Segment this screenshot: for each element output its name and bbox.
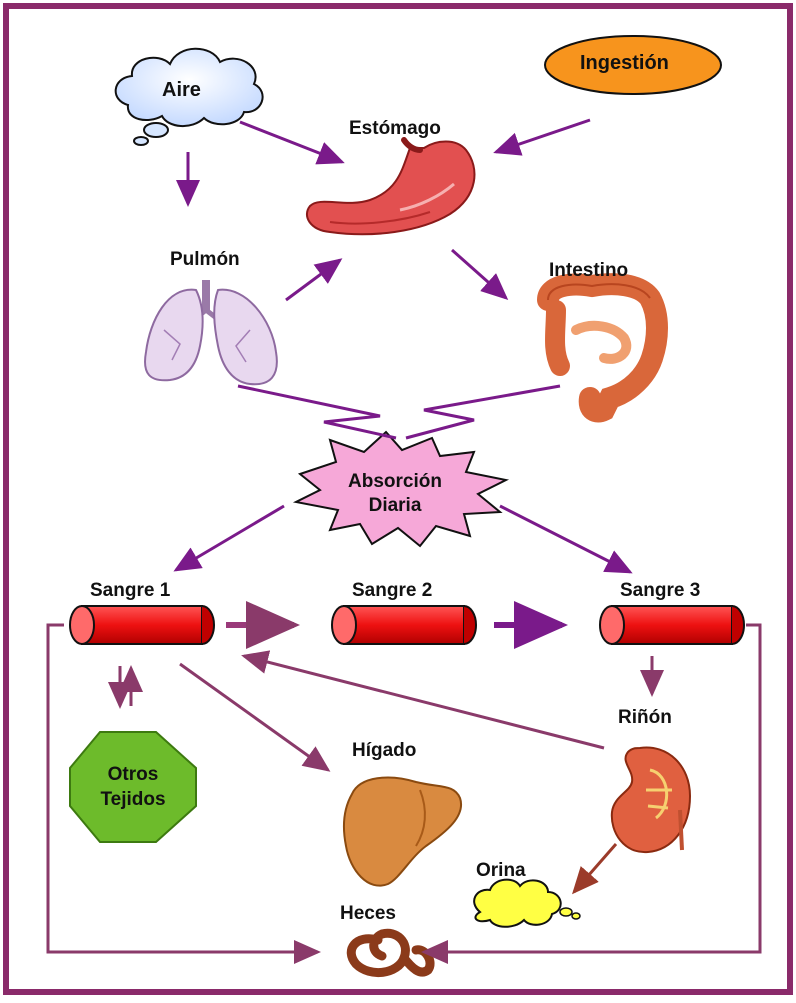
kidney-icon xyxy=(612,748,690,853)
blood-tube-2 xyxy=(332,606,476,644)
arrow-absorption-to-blood1 xyxy=(176,506,284,570)
arrow-stomach-to-intestine xyxy=(452,250,506,298)
urine-cloud-icon xyxy=(474,880,580,927)
absorption-line2: Diaria xyxy=(330,494,460,518)
arrow-ingestion-to-stomach xyxy=(496,120,590,152)
absorption-line1: Absorción xyxy=(330,470,460,494)
lung-label: Pulmón xyxy=(170,249,240,271)
blood2-label: Sangre 2 xyxy=(352,580,432,602)
arrow-lung-to-absorption xyxy=(238,386,396,438)
stomach-label: Estómago xyxy=(349,118,441,140)
liver-label: Hígado xyxy=(352,740,416,762)
urine-label: Orina xyxy=(476,860,526,882)
arrow-lung-to-stomach xyxy=(286,260,340,300)
blood1-label: Sangre 1 xyxy=(90,580,170,602)
arrow-absorption-to-blood3 xyxy=(500,506,630,572)
arrow-kidney-to-blood1 xyxy=(244,656,604,748)
feces-swirl-icon xyxy=(351,933,430,972)
intestine-icon xyxy=(548,284,657,411)
absorption-label: Absorción Diaria xyxy=(330,470,460,518)
ingestion-label: Ingestión xyxy=(580,52,669,75)
air-label: Aire xyxy=(162,79,201,102)
feces-label: Heces xyxy=(340,903,396,925)
intestine-label: Intestino xyxy=(549,260,628,282)
blood-tube-1 xyxy=(70,606,214,644)
arrow-intestine-to-absorption xyxy=(406,386,560,438)
lungs-icon xyxy=(145,280,277,384)
stomach-icon xyxy=(307,140,475,234)
arrow-kidney-to-urine xyxy=(574,844,616,892)
blood3-label: Sangre 3 xyxy=(620,580,700,602)
liver-icon xyxy=(344,778,461,886)
arrow-blood1-to-liver xyxy=(180,664,328,770)
tissues-label: Otros Tejidos xyxy=(70,762,196,812)
blood-tube-3 xyxy=(600,606,744,644)
tissues-line2: Tejidos xyxy=(70,787,196,812)
tissues-line1: Otros xyxy=(70,762,196,787)
arrow-air-to-stomach xyxy=(240,122,342,162)
kidney-label: Riñón xyxy=(618,707,672,729)
